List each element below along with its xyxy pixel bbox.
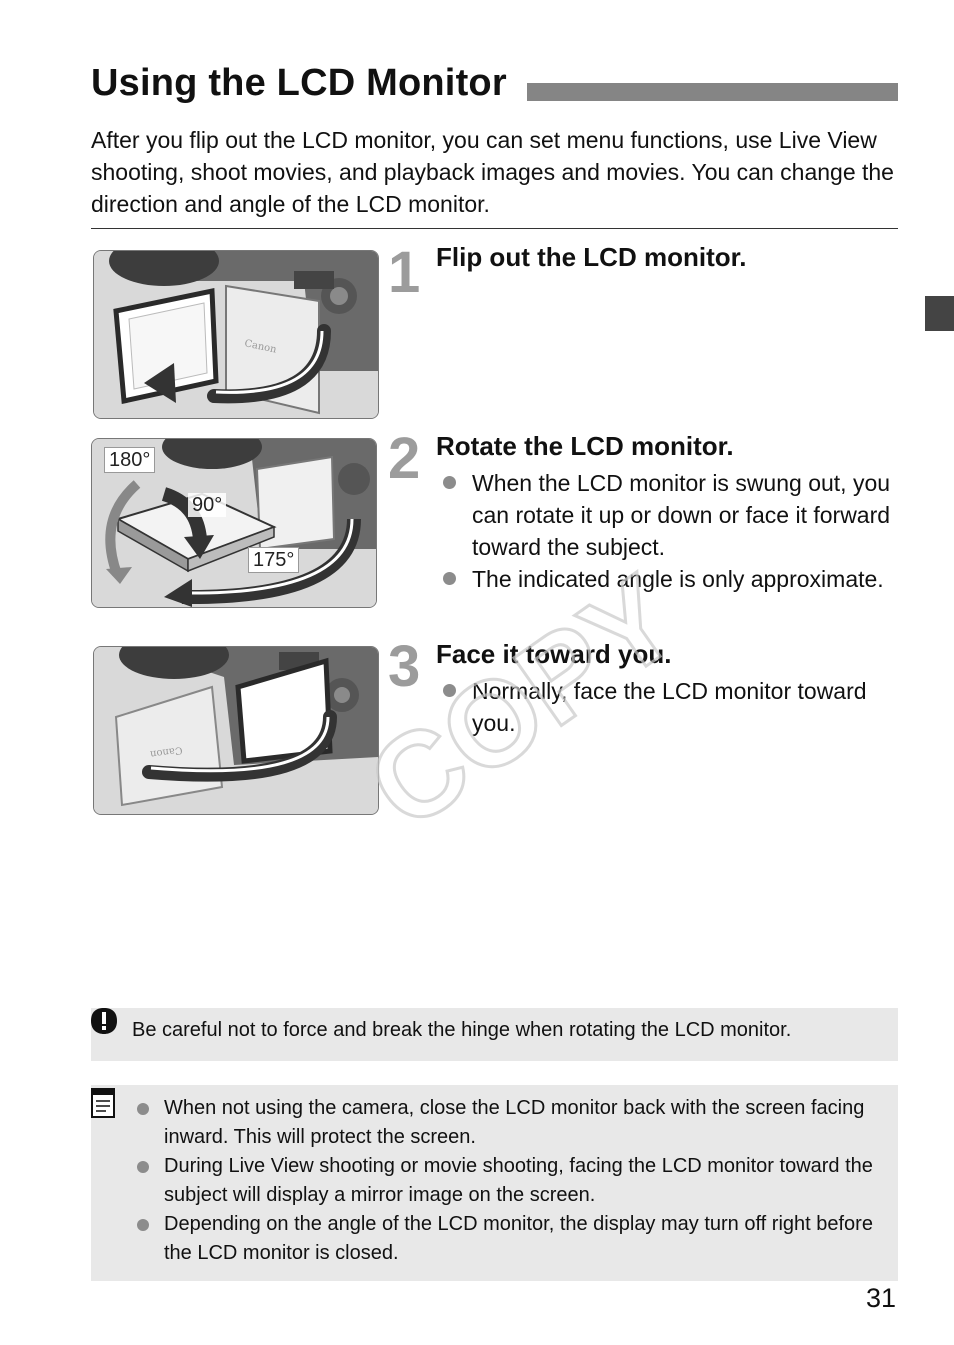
notes-box bbox=[91, 1085, 898, 1281]
notes-list: When not using the camera, close the LCD… bbox=[136, 1094, 886, 1268]
step-2-title: Rotate the LCD monitor. bbox=[436, 431, 734, 461]
page-title: Using the LCD Monitor bbox=[91, 62, 507, 104]
list-item: When the LCD monitor is swung out, you c… bbox=[436, 467, 906, 563]
camera-logo-text: Canon bbox=[149, 744, 183, 759]
caution-box bbox=[91, 1008, 898, 1061]
list-item: Depending on the angle of the LCD monito… bbox=[136, 1210, 886, 1268]
step-1-title: Flip out the LCD monitor. bbox=[436, 242, 747, 272]
bullet-icon bbox=[443, 684, 456, 697]
step-3-title: Face it toward you. bbox=[436, 639, 672, 669]
step-2-bullets: When the LCD monitor is swung out, you c… bbox=[436, 467, 906, 595]
angle-label-180: 180° bbox=[104, 447, 156, 473]
page-number: 31 bbox=[865, 1283, 896, 1313]
header-divider bbox=[91, 228, 898, 229]
intro-paragraph: After you flip out the LCD monitor, you … bbox=[91, 127, 894, 217]
step-2-illustration: 180° 90° 175° bbox=[91, 438, 377, 608]
list-item: The indicated angle is only approximate. bbox=[436, 563, 906, 595]
bullet-icon bbox=[137, 1161, 149, 1173]
bullet-icon bbox=[137, 1103, 149, 1115]
bullet-icon bbox=[443, 476, 456, 489]
step-1-number: 1 bbox=[388, 240, 421, 305]
caution-text: Be careful not to force and break the hi… bbox=[132, 1019, 792, 1041]
list-item: When not using the camera, close the LCD… bbox=[136, 1094, 886, 1152]
list-item: Normally, face the LCD monitor toward yo… bbox=[436, 675, 906, 739]
chapter-tab-marker bbox=[925, 296, 954, 331]
list-item: During Live View shooting or movie shoot… bbox=[136, 1152, 886, 1210]
step-2-number: 2 bbox=[388, 426, 421, 491]
title-decoration-bar bbox=[527, 83, 898, 101]
step-1-illustration: Canon bbox=[93, 250, 379, 419]
angle-label-175: 175° bbox=[248, 547, 300, 573]
memo-icon bbox=[91, 1088, 115, 1118]
angle-label-90: 90° bbox=[188, 493, 227, 517]
step-3-number: 3 bbox=[388, 634, 421, 699]
caution-icon bbox=[91, 1008, 117, 1034]
bullet-icon bbox=[137, 1219, 149, 1231]
bullet-icon bbox=[443, 572, 456, 585]
step-3-illustration: Canon bbox=[93, 646, 379, 815]
step-3-bullets: Normally, face the LCD monitor toward yo… bbox=[436, 675, 906, 739]
